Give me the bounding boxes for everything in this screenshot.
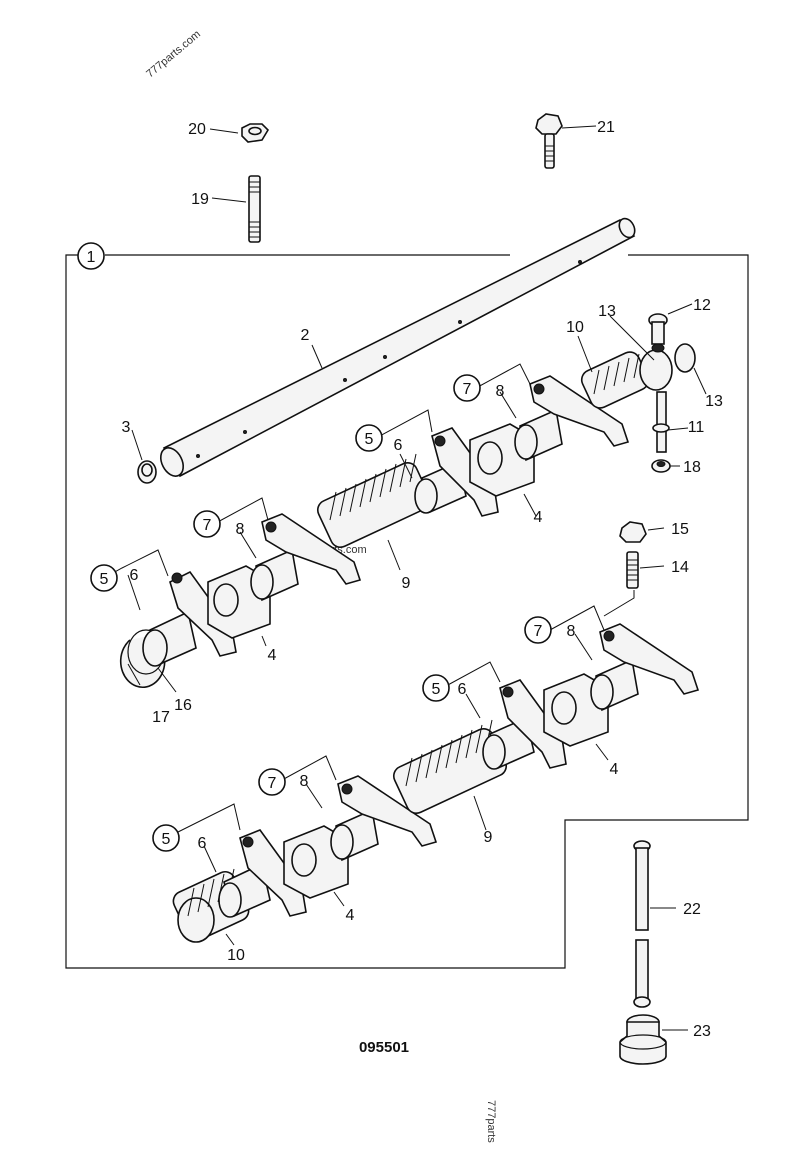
- stud-part-19: [248, 175, 261, 243]
- label-6-upper: 6: [394, 437, 403, 454]
- label-23: 23: [693, 1023, 711, 1040]
- label-8-upper-right: 8: [496, 383, 505, 400]
- push-rod-part-22: [633, 840, 651, 1008]
- spacer-part-6-lower-left: [218, 862, 271, 918]
- label-5-upper: 5: [365, 431, 374, 448]
- label-5-left: 5: [100, 571, 109, 588]
- label-18: 18: [683, 459, 701, 476]
- pin-part-11: [652, 391, 670, 453]
- label-16: 16: [174, 697, 192, 714]
- stud-part-14: [626, 551, 639, 589]
- label-2: 2: [301, 327, 310, 344]
- callout-circles: [77, 242, 552, 852]
- label-10-upper: 10: [566, 319, 584, 336]
- label-4-lower-left: 4: [346, 907, 355, 924]
- label-21: 21: [597, 119, 615, 136]
- label-8-lower-left: 8: [300, 773, 309, 790]
- rocker-arm-part-7-lower-left: [337, 775, 438, 847]
- bolt-part-21: [535, 113, 563, 169]
- label-1: 1: [87, 249, 96, 266]
- end-bracket-part-13: [639, 343, 696, 391]
- rocker-arm-part-5-lower-left: [239, 829, 307, 917]
- label-12: 12: [693, 297, 711, 314]
- label-3: 3: [122, 419, 131, 436]
- label-17: 17: [152, 709, 170, 726]
- watermark-bottom: 777parts: [485, 1100, 497, 1143]
- label-11: 11: [688, 419, 705, 436]
- label-20: 20: [188, 121, 206, 138]
- label-8-lower-right: 8: [567, 623, 576, 640]
- tappet-part-23: [619, 1014, 667, 1065]
- label-14: 14: [671, 559, 689, 576]
- label-7-upper-left: 7: [203, 517, 212, 534]
- nut-part-15: [619, 521, 647, 543]
- label-4-left: 4: [268, 647, 277, 664]
- label-6-left: 6: [130, 567, 139, 584]
- rocker-arm-part-7-upper-left: [261, 513, 362, 585]
- plug-part-3: [137, 460, 157, 484]
- label-4-lower: 4: [610, 761, 619, 778]
- rocker-arm-part-7-upper-right: [529, 375, 630, 447]
- spacer-part-8-upper-left: [250, 548, 299, 602]
- spring-part-9-lower: [392, 719, 508, 814]
- label-5-lower: 5: [432, 681, 441, 698]
- label-13-top: 13: [598, 303, 616, 320]
- label-7-lower-right: 7: [534, 623, 543, 640]
- rocker-shaft-part-2: [159, 217, 636, 478]
- label-7-upper-right: 7: [463, 381, 472, 398]
- label-7-lower-left: 7: [268, 775, 277, 792]
- screw-part-12: [648, 313, 668, 353]
- label-9-lower: 9: [484, 829, 493, 846]
- rocker-arm-part-5-upper: [431, 427, 499, 517]
- label-19: 19: [191, 191, 209, 208]
- assembly-boundary: [65, 254, 749, 969]
- label-5-lower-left: 5: [162, 831, 171, 848]
- spacer-part-8-lower-right: [590, 658, 639, 712]
- spacer-part-8-lower-left: [330, 808, 379, 862]
- nut-part-18: [651, 459, 671, 473]
- label-9-upper: 9: [402, 575, 411, 592]
- label-22: 22: [683, 901, 701, 918]
- spacer-part-6-left: [142, 610, 197, 667]
- callout-labels: 1 2 3 5 6 7 8 10 13 12 13 11 18 4 7 8 9 …: [87, 119, 723, 1040]
- rocker-arm-part-5-left: [169, 570, 237, 657]
- label-15: 15: [671, 521, 689, 538]
- spacer-part-8-upper-right: [514, 408, 563, 462]
- drawing-code: 095501: [359, 1039, 409, 1056]
- label-10-lower: 10: [227, 947, 245, 964]
- watermark-top: 777parts.com: [144, 28, 203, 80]
- label-4-upper: 4: [534, 509, 543, 526]
- label-6-lower-left: 6: [198, 835, 207, 852]
- label-8-upper-left: 8: [236, 521, 245, 538]
- rocker-arm-part-5-lower: [499, 679, 567, 769]
- label-13-right: 13: [705, 393, 723, 410]
- rocker-arm-part-7-lower-right: [599, 623, 700, 695]
- label-6-lower: 6: [458, 681, 467, 698]
- nut-part-20: [241, 123, 270, 143]
